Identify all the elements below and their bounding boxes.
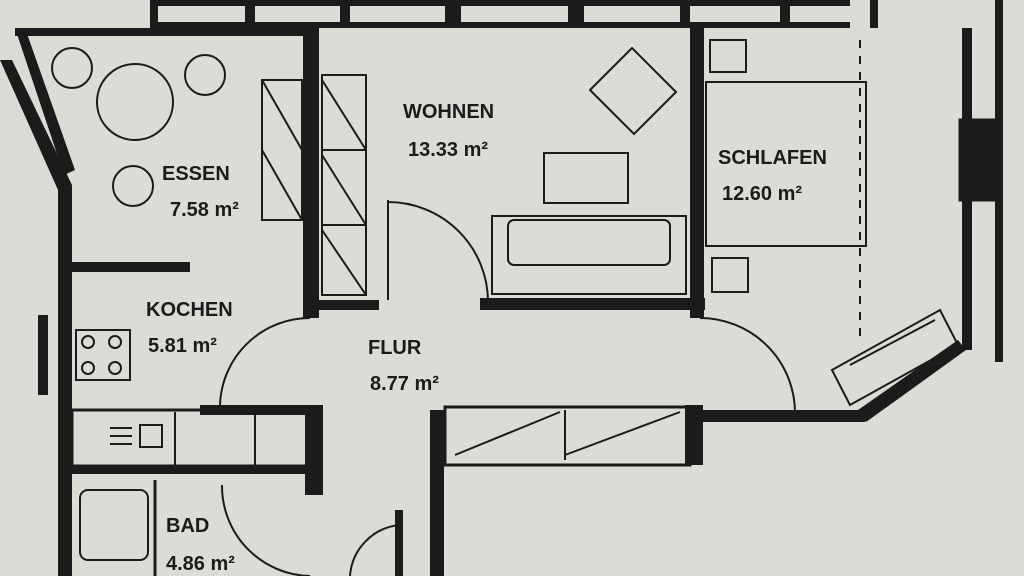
room-name-kochen: KOCHEN — [146, 299, 233, 321]
room-name-bad: BAD — [166, 515, 209, 537]
room-name-flur: FLUR — [368, 337, 422, 359]
room-name-schlafen: SCHLAFEN — [718, 147, 827, 169]
room-area-kochen: 5.81 m² — [148, 335, 217, 357]
furniture — [51, 39, 960, 407]
room-area-wohnen: 13.33 m² — [408, 139, 488, 161]
doors — [219, 200, 796, 576]
room-area-essen: 7.58 m² — [170, 199, 239, 221]
room-area-flur: 8.77 m² — [370, 373, 439, 395]
room-area-bad: 4.86 m² — [166, 553, 235, 575]
room-name-wohnen: WOHNEN — [403, 101, 494, 123]
walls — [0, 0, 1003, 576]
room-name-essen: ESSEN — [162, 163, 230, 185]
room-labels: WOHNEN 13.33 m² SCHLAFEN 12.60 m² ESSEN … — [146, 101, 827, 575]
room-area-schlafen: 12.60 m² — [722, 183, 802, 205]
